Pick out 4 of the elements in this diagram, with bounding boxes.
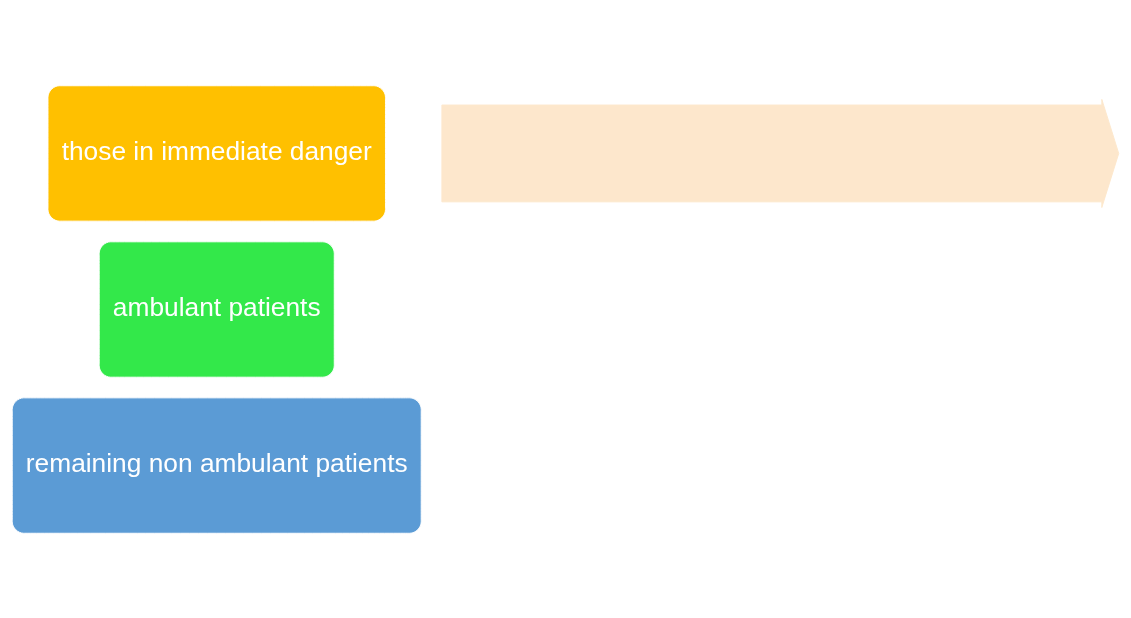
node-box: ambulant patients <box>98 240 335 378</box>
node-box: those in immediate danger <box>47 84 386 222</box>
node-arrow <box>441 98 1120 208</box>
node-box: remaining non ambulant patients <box>11 396 422 534</box>
